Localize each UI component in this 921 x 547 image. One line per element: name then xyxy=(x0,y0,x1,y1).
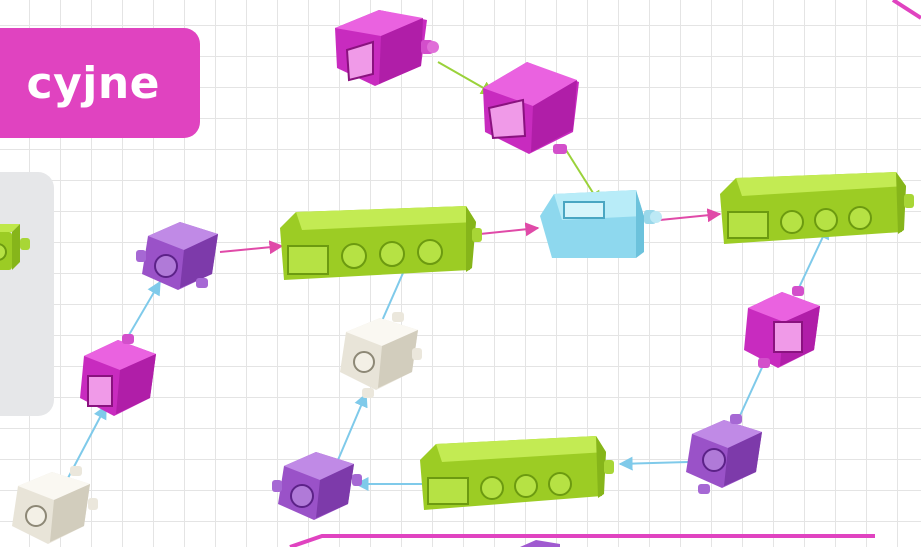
purple-cube-icon xyxy=(686,414,762,494)
arrow-p3-l3 xyxy=(618,456,689,471)
arrow-c1-l2 xyxy=(659,208,722,223)
arrow-m3-p1 xyxy=(125,280,161,341)
purple-cube-icon xyxy=(272,452,362,520)
side-panel xyxy=(0,172,54,416)
purple-cube-icon xyxy=(136,222,218,290)
ivory-cube-icon xyxy=(340,312,422,398)
title-banner: cyjne xyxy=(0,28,200,138)
arrow-p1-l1 xyxy=(219,240,284,255)
lime-block-icon xyxy=(420,436,614,510)
frame-corner xyxy=(891,0,921,20)
cyan-block-icon xyxy=(540,190,662,258)
magenta-block-icon xyxy=(744,286,820,368)
magenta-block-icon xyxy=(335,10,439,86)
partial-lime-block-icon xyxy=(0,224,30,270)
title-text: cyjne xyxy=(26,57,160,109)
partial-purple-piece-icon xyxy=(520,540,560,547)
lime-block-icon xyxy=(280,206,482,280)
ivory-cube-icon xyxy=(12,466,98,544)
magenta-block-icon xyxy=(483,62,579,154)
magenta-block-icon xyxy=(80,334,156,416)
arrow-l1-c1 xyxy=(479,222,540,237)
lime-block-icon xyxy=(720,172,914,244)
arrow-p2-w2 xyxy=(337,392,368,461)
frame-line xyxy=(289,534,875,547)
